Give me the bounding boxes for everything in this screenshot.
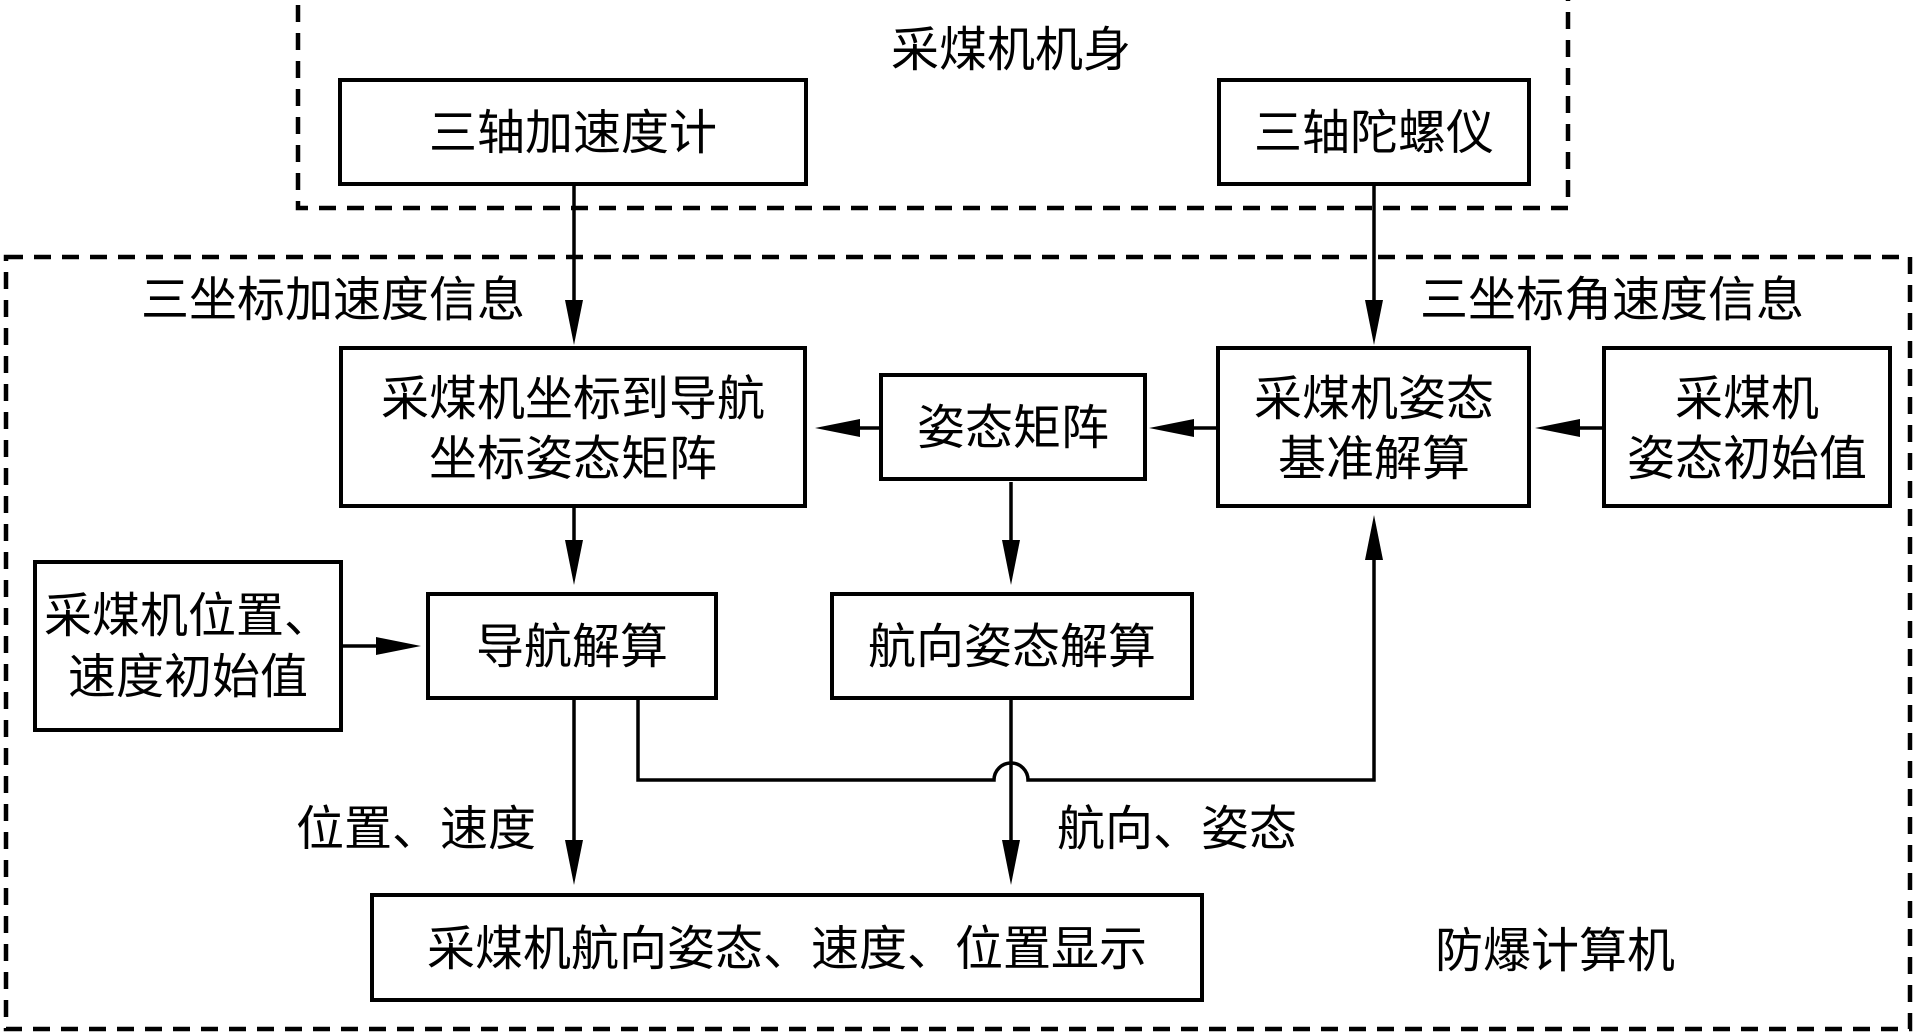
heading-attitude-label: 航向、姿态 [1057,801,1297,857]
attitude-matrix-label: 姿态矩阵 [917,400,1109,456]
arrowhead-attitude-matrix [815,419,860,437]
arrowhead-coord-matrix-down [565,540,583,585]
shearer-body-group [295,0,1571,211]
arrowhead-navigation-down [565,840,583,885]
attitude-reference-box [1216,346,1531,508]
arrowhead-reference [1149,419,1194,437]
accelerometer-box [338,78,808,186]
arrowhead-gyroscope [1365,300,1383,345]
arrowhead-feedback-up [1365,515,1383,560]
arrowhead-initial-attitude [1535,419,1580,437]
arrowhead-accelerometer [565,300,583,345]
initial-attitude-label-line-1: 采煤机 [1675,371,1819,427]
coord-matrix-label-line-1: 采煤机坐标到导航 [381,371,765,427]
display-label: 采煤机航向姿态、速度、位置显示 [427,921,1147,977]
initial-attitude-label-line-2: 姿态初始值 [1627,431,1867,487]
arrowhead-heading-down [1002,840,1020,885]
coord-matrix-label-line-2: 坐标姿态矩阵 [429,431,717,487]
navigation-solution-box [426,592,718,700]
attitude-matrix-box [879,373,1147,481]
heading-attitude-solution-label: 航向姿态解算 [868,619,1156,675]
gyroscope-box [1217,78,1531,186]
heading-attitude-solution-box [830,592,1194,700]
angular-velocity-info-label: 三坐标角速度信息 [1420,272,1804,328]
coord-matrix-box [339,346,807,508]
initial-position-velocity-box [33,560,343,732]
gyroscope-label: 三轴陀螺仪 [1254,105,1494,161]
position-velocity-label: 位置、速度 [296,801,536,857]
initial-attitude-box [1602,346,1892,508]
explosion-proof-computer-title: 防爆计算机 [1435,923,1675,979]
display-box [370,893,1204,1002]
arrowhead-attitude-matrix-down [1002,540,1020,585]
shearer-body-title: 采煤机机身 [891,22,1131,78]
navigation-solution-label: 导航解算 [476,619,668,675]
initial-position-velocity-label-line-2: 速度初始值 [68,649,308,705]
attitude-reference-label-line-2: 基准解算 [1278,431,1470,487]
arrowhead-initial-pv [376,637,421,655]
attitude-reference-label-line-1: 采煤机姿态 [1254,371,1494,427]
accelerometer-label: 三轴加速度计 [429,105,717,161]
acceleration-info-label: 三坐标加速度信息 [141,272,525,328]
explosion-proof-computer-group [3,254,1913,1032]
feedback-navigation-to-reference [636,538,1376,782]
initial-position-velocity-label-line-1: 采煤机位置、 [44,588,332,644]
